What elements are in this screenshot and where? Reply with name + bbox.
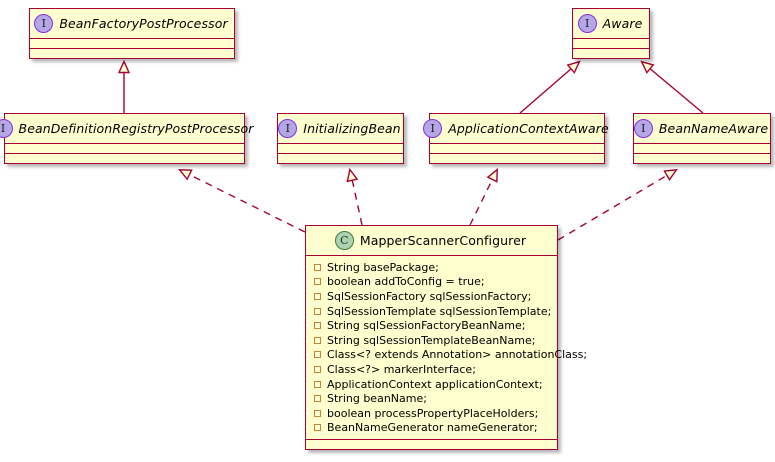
visibility-package-icon xyxy=(314,307,321,315)
node-title: BeanFactoryPostProcessor xyxy=(59,16,228,31)
interface-stereotype-icon: I xyxy=(423,119,443,138)
class-stereotype-icon: C xyxy=(334,231,354,250)
edge-aca-extends-aware xyxy=(519,62,579,114)
attribute-row: String sqlSessionTemplateBeanName; xyxy=(314,333,549,348)
attribute-row: BeanNameGenerator nameGenerator; xyxy=(314,421,549,436)
node-title: ApplicationContextAware xyxy=(448,121,609,136)
node-header: I InitializingBean xyxy=(278,114,403,143)
attribute-row: SqlSessionFactory sqlSessionFactory; xyxy=(314,289,549,304)
attribute-row: String sqlSessionFactoryBeanName; xyxy=(314,318,549,333)
attributes-compartment xyxy=(430,143,604,153)
visibility-package-icon xyxy=(314,278,321,286)
edge-bna-extends-aware xyxy=(642,62,704,114)
attribute-row: String basePackage; xyxy=(314,260,549,275)
edge-msc-implements-bdrpp xyxy=(180,170,306,233)
node-aware[interactable]: I Aware xyxy=(572,8,650,59)
attribute-row: String beanName; xyxy=(314,391,549,406)
interface-stereotype-icon: I xyxy=(0,119,13,138)
visibility-package-icon xyxy=(314,409,321,417)
node-header: I BeanNameAware xyxy=(633,114,770,143)
attributes-compartment xyxy=(30,38,234,48)
visibility-package-icon xyxy=(314,322,321,330)
visibility-package-icon xyxy=(314,292,321,300)
edge-msc-implements-aca xyxy=(469,170,497,226)
interface-stereotype-icon: I xyxy=(278,119,298,138)
attribute-label: String beanName; xyxy=(327,392,427,406)
attribute-row: boolean addToConfig = true; xyxy=(314,275,549,290)
interface-stereotype-icon: I xyxy=(577,14,597,33)
node-header: I ApplicationContextAware xyxy=(423,114,609,143)
visibility-package-icon xyxy=(314,395,321,403)
attribute-label: String sqlSessionTemplateBeanName; xyxy=(327,333,536,347)
attribute-label: Class<?> markerInterface; xyxy=(327,362,476,376)
node-header: I BeanFactoryPostProcessor xyxy=(30,9,234,38)
attribute-label: Class<? extends Annotation> annotationCl… xyxy=(327,348,588,362)
attribute-label: String basePackage; xyxy=(327,260,439,274)
visibility-package-icon xyxy=(314,336,321,344)
attribute-row: Class<? extends Annotation> annotationCl… xyxy=(314,348,587,363)
visibility-package-icon xyxy=(314,351,321,359)
node-application-context-aware[interactable]: I ApplicationContextAware xyxy=(423,113,609,164)
methods-compartment xyxy=(306,439,557,449)
node-header: I BeanDefinitionRegistryPostProcessor xyxy=(0,114,253,143)
node-title: InitializingBean xyxy=(303,121,401,136)
node-title: Aware xyxy=(602,16,643,31)
methods-compartment xyxy=(634,153,770,163)
attribute-label: BeanNameGenerator nameGenerator; xyxy=(327,421,538,435)
node-header: I Aware xyxy=(573,9,649,38)
attribute-label: boolean processPropertyPlaceHolders; xyxy=(327,406,539,420)
attribute-row: SqlSessionTemplate sqlSessionTemplate; xyxy=(314,304,552,319)
node-header: C MapperScannerConfigurer xyxy=(306,226,557,255)
interface-stereotype-icon: I xyxy=(34,14,54,33)
methods-compartment xyxy=(278,153,403,163)
attribute-row: boolean processPropertyPlaceHolders; xyxy=(314,406,549,421)
methods-compartment xyxy=(5,153,244,163)
attribute-label: String sqlSessionFactoryBeanName; xyxy=(327,319,526,333)
edge-msc-implements-bna xyxy=(557,170,676,241)
attribute-label: ApplicationContext applicationContext; xyxy=(327,377,543,391)
attributes-compartment xyxy=(278,143,403,153)
interface-stereotype-icon: I xyxy=(633,119,653,138)
node-bean-factory-post-processor[interactable]: I BeanFactoryPostProcessor xyxy=(29,8,235,59)
node-bean-name-aware[interactable]: I BeanNameAware xyxy=(633,113,771,164)
methods-compartment xyxy=(430,153,604,163)
edge-msc-implements-initializingbean xyxy=(350,170,363,226)
methods-compartment xyxy=(30,48,234,58)
visibility-package-icon xyxy=(314,263,321,271)
visibility-package-icon xyxy=(314,365,321,373)
node-title: MapperScannerConfigurer xyxy=(359,233,527,248)
attributes-compartment xyxy=(573,38,649,48)
attribute-label: boolean addToConfig = true; xyxy=(327,275,485,289)
attributes-compartment xyxy=(5,143,244,153)
methods-compartment xyxy=(573,48,649,58)
attribute-row: Class<?> markerInterface; xyxy=(314,362,549,377)
attribute-label: SqlSessionTemplate sqlSessionTemplate; xyxy=(327,304,552,318)
attribute-label: SqlSessionFactory sqlSessionFactory; xyxy=(327,289,532,303)
node-title: BeanDefinitionRegistryPostProcessor xyxy=(18,121,254,136)
node-initializing-bean[interactable]: I InitializingBean xyxy=(277,113,404,164)
attributes-compartment xyxy=(634,143,770,153)
node-mapper-scanner-configurer[interactable]: C MapperScannerConfigurer String basePac… xyxy=(305,225,587,451)
attribute-row: ApplicationContext applicationContext; xyxy=(314,377,549,392)
node-title: BeanNameAware xyxy=(658,121,769,136)
visibility-package-icon xyxy=(314,424,321,432)
attributes-compartment: String basePackage;boolean addToConfig =… xyxy=(306,255,587,439)
visibility-package-icon xyxy=(314,380,321,388)
node-bean-definition-registry-post-processor[interactable]: I BeanDefinitionRegistryPostProcessor xyxy=(0,113,253,164)
